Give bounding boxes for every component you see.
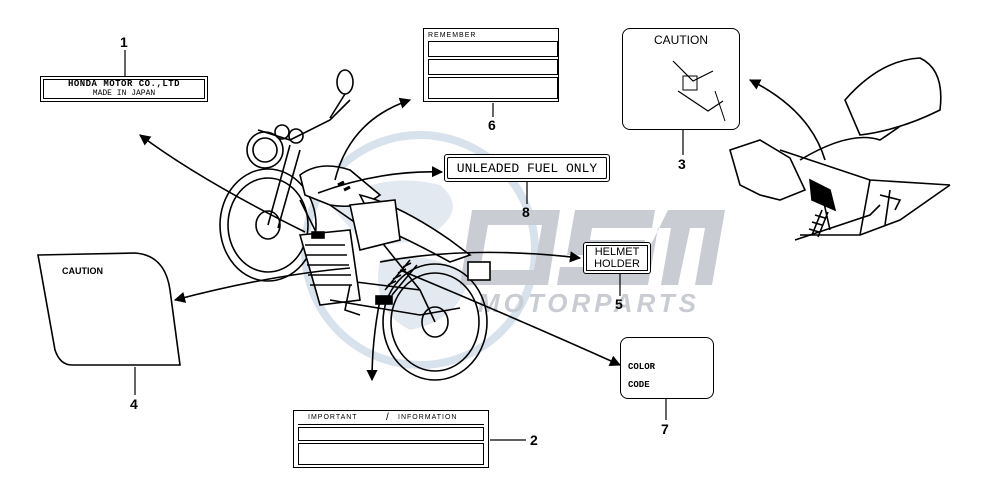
label-3-caution: CAUTION [622, 28, 740, 130]
label-1-line1: HONDA MOTOR CO.,LTD [67, 79, 181, 89]
label-4-title: CAUTION [62, 266, 103, 276]
label-6-title: REMEMBER [428, 32, 477, 39]
callout-6: 6 [488, 117, 496, 133]
arrow-label-3 [748, 79, 826, 161]
callout-4: 4 [130, 396, 138, 412]
label-7-line1: COLOR [628, 362, 656, 372]
label-5-helmet-holder: HELMET HOLDER [583, 242, 651, 274]
label-5-line1: HELMET [594, 246, 640, 258]
arrow-label-2 [366, 299, 381, 382]
label-6-remember: REMEMBER [423, 28, 559, 102]
callout-8: 8 [522, 204, 530, 220]
arrow-label-8 [317, 166, 444, 194]
label-5-line2: HOLDER [594, 258, 640, 270]
callout-1: 1 [120, 34, 128, 50]
label-8-unleaded: UNLEADED FUEL ONLY [444, 154, 610, 182]
label-2-important-information: IMPORTANT / INFORMATION [293, 410, 489, 468]
label-3-title: CAUTION [654, 33, 708, 47]
frame-illustration [729, 57, 951, 241]
arrow-label-1 [139, 134, 306, 233]
callout-3: 3 [678, 156, 686, 172]
label-1-line2: MADE IN JAPAN [92, 89, 156, 98]
label-2-right: INFORMATION [398, 414, 458, 421]
label-2-left: IMPORTANT [308, 414, 358, 421]
label-7-line2: CODE [628, 380, 650, 390]
arrow-label-4 [173, 267, 351, 303]
callout-ticks [124, 50, 684, 441]
arrow-label-6 [334, 97, 412, 181]
label-2-divider: / [386, 412, 389, 423]
label-7-color-code: COLOR CODE [620, 337, 714, 399]
motorcycle-illustration [219, 69, 491, 381]
label-1-plate: HONDA MOTOR CO.,LTD MADE IN JAPAN [40, 76, 208, 102]
label-4-shape [37, 252, 181, 366]
callout-2: 2 [530, 432, 538, 448]
leader-lines [139, 79, 826, 382]
watermark-tagline: MOTORPARTS [478, 288, 701, 318]
arrow-label-7 [399, 269, 622, 366]
callout-5: 5 [615, 296, 623, 312]
label-8-text: UNLEADED FUEL ONLY [456, 161, 598, 176]
label-3-frame-icon [672, 60, 726, 122]
callout-7: 7 [661, 421, 669, 437]
arrow-label-5 [379, 251, 582, 263]
